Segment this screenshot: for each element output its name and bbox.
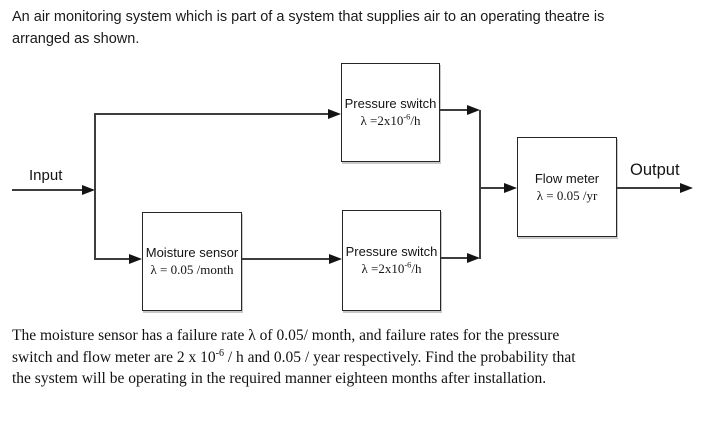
top-branch-arrowhead-icon (328, 109, 341, 119)
problem-line-1: The moisture sensor has a failure rate λ… (12, 327, 560, 344)
intro-line-2: arranged as shown. (12, 31, 140, 47)
moisture-to-pressure-line (242, 258, 330, 260)
flow-meter-label: Flow meter (534, 170, 600, 186)
problem-line-2: switch and flow meter are 2 x 10-6 / h a… (12, 347, 576, 366)
pressure-switch-bottom-label: Pressure switch (345, 244, 438, 259)
collector-vertical-line (479, 110, 481, 259)
output-arrowhead-icon (680, 183, 693, 193)
pressure-top-output-line (440, 109, 468, 111)
input-arrowhead-icon (82, 185, 95, 195)
collector-to-flowmeter-arrowhead-icon (504, 183, 517, 193)
pressure-bottom-output-arrowhead-icon (467, 253, 480, 263)
intro-paragraph: An air monitoring system which is part o… (12, 6, 702, 50)
bottom-branch-arrowhead-icon (129, 254, 142, 264)
output-label: Output (630, 161, 680, 179)
moisture-to-pressure-arrowhead-icon (329, 254, 342, 264)
intro-line-1: An air monitoring system which is part o… (12, 9, 605, 25)
pressure-switch-bottom-failure-rate: λ =2x10-6/h (361, 259, 422, 276)
flow-meter-box: Flow meter λ = 0.05 /yr (517, 137, 617, 237)
input-label: Input (29, 167, 63, 184)
pressure-bottom-output-line (441, 257, 468, 259)
pressure-switch-top-failure-rate: λ =2x10-6/h (360, 111, 421, 128)
problem-line-3: the system will be operating in the requ… (12, 370, 547, 387)
collector-to-flowmeter-line (480, 187, 505, 189)
output-line (617, 187, 680, 189)
input-line (12, 189, 83, 191)
top-branch-line (94, 113, 329, 115)
input-branch-vertical-line (94, 114, 96, 260)
flow-meter-failure-rate: λ = 0.05 /yr (536, 187, 598, 203)
pressure-switch-top-label: Pressure switch (344, 96, 437, 111)
bottom-branch-line (94, 258, 130, 260)
problem-paragraph: The moisture sensor has a failure rate λ… (12, 325, 712, 390)
moisture-sensor-label: Moisture sensor (145, 245, 239, 260)
moisture-sensor-failure-rate: λ = 0.05 /month (150, 262, 234, 277)
pressure-switch-bottom-box: Pressure switch λ =2x10-6/h (342, 210, 441, 311)
pressure-switch-top-box: Pressure switch λ =2x10-6/h (341, 63, 440, 162)
moisture-sensor-box: Moisture sensor λ = 0.05 /month (142, 212, 242, 311)
pressure-top-output-arrowhead-icon (467, 105, 480, 115)
